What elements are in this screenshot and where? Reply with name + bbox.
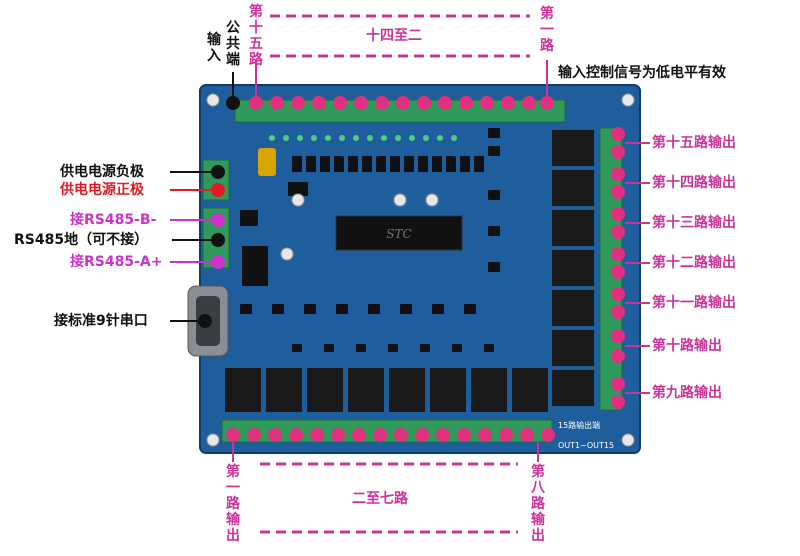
bottom-pins [226,428,555,442]
input-common-pin [226,96,240,110]
out12-label: 第十二路输出 [652,255,736,271]
serial-label: 接标准9针串口 [54,313,148,329]
right-pins [611,127,625,409]
ic-chip [288,182,308,196]
ic-chip [240,210,258,226]
optocoupler-row [292,156,484,172]
ch15-label: 第 十 五 路 [249,4,263,68]
capacitor [425,193,439,207]
top-pins [249,96,554,110]
rs485-a-pin [211,255,225,269]
rs485-b-label: 接RS485-B- [70,212,157,228]
out13-label: 第十三路输出 [652,215,736,231]
out10-label: 第十路输出 [652,338,722,354]
rs485-gnd-pin [211,233,225,247]
relay [307,368,343,412]
ch1-label: 第 一 路 [540,6,554,54]
relay [552,130,594,166]
bottom-relays [225,368,548,412]
relay [552,330,594,366]
relay [552,370,594,406]
pcb-board [199,84,641,454]
serial-pin [198,314,212,328]
relay [348,368,384,412]
relay [552,170,594,206]
out9-label: 第九路输出 [652,385,722,401]
ic-chip [242,246,268,286]
relay [552,250,594,286]
mcu-chip [335,215,463,251]
power-neg-label: 供电电源负极 [60,164,144,180]
relay [389,368,425,412]
board-out-range: OUT1~OUT15 [558,441,614,450]
out15-label: 第十五路输出 [652,135,736,151]
rs485-a-label: 接RS485-A+ [70,254,163,270]
power-neg-pin [211,165,225,179]
relay [552,210,594,246]
capacitor [258,148,276,176]
right-relays [552,130,594,406]
rs485-b-pin [211,213,225,227]
capacitor [393,193,407,207]
capacitor [280,247,294,261]
out14-label: 第十四路输出 [652,175,736,191]
power-pos-pin [211,183,225,197]
mcu-mark: STC [386,227,411,241]
mount-hole [206,433,220,447]
rs485-gnd-label: RS485地（可不接） [14,232,149,248]
driver-row [240,128,500,352]
relay [225,368,261,412]
board-out-label: 15路输出端 [558,420,600,430]
mount-hole [206,93,220,107]
relay [512,368,548,412]
out8-label: 第 八 路 输 出 [531,464,545,544]
led-row [269,135,457,141]
relay [430,368,466,412]
bottom-range-label: 二至七路 [352,491,408,507]
top-range-label: 十四至二 [366,28,422,44]
power-pos-label: 供电电源正极 [60,182,144,198]
input-note: 输入控制信号为低电平有效 [558,65,726,81]
out1-label: 第 一 路 输 出 [226,464,240,544]
relay [266,368,302,412]
input-label: 输 入 [207,32,221,64]
out11-label: 第十一路输出 [652,295,736,311]
mount-hole [621,433,635,447]
mount-hole [621,93,635,107]
relay [471,368,507,412]
relay [552,290,594,326]
capacitor [291,193,305,207]
common-terminal-label: 公 共 端 [226,20,240,68]
